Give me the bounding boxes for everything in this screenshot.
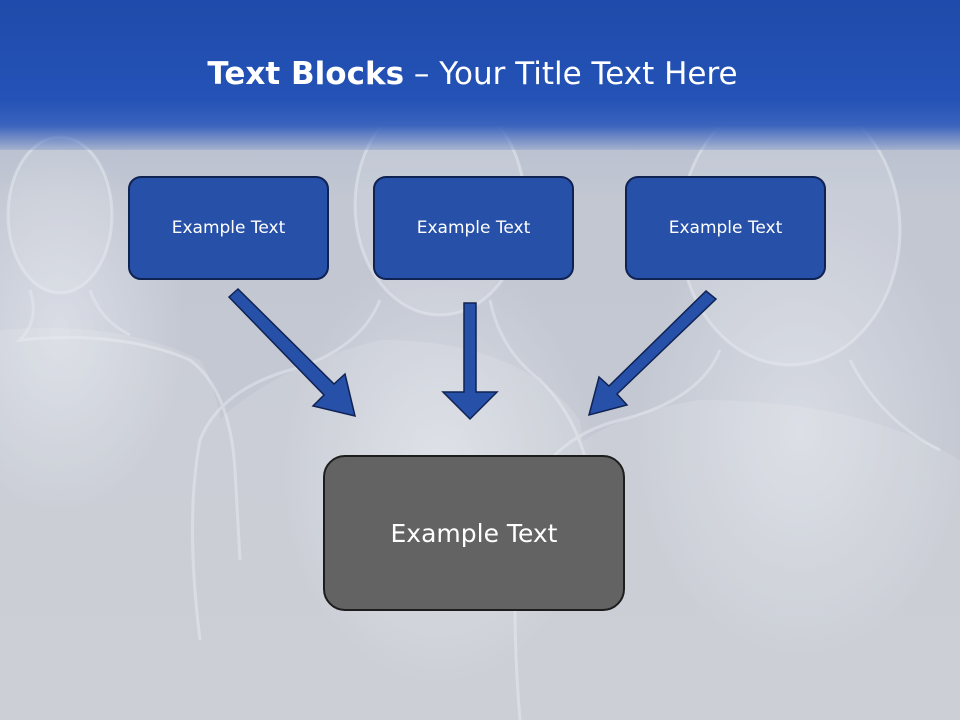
- title-rest: Your Title Text Here: [439, 56, 738, 92]
- slide-title: Text Blocks – Your Title Text Here: [0, 52, 945, 96]
- text-block-3-label: Example Text: [668, 218, 783, 238]
- title-separator: –: [404, 56, 440, 92]
- header-band: [0, 0, 960, 150]
- text-block-3[interactable]: Example Text: [625, 176, 826, 280]
- text-block-1-label: Example Text: [171, 218, 286, 238]
- text-block-2[interactable]: Example Text: [373, 176, 574, 280]
- arrow-left: [227, 287, 357, 418]
- text-block-2-label: Example Text: [416, 218, 531, 238]
- arrow-right: [587, 289, 718, 417]
- result-block[interactable]: Example Text: [323, 455, 625, 611]
- title-bold: Text Blocks: [207, 56, 405, 92]
- arrow-center: [441, 302, 499, 421]
- result-block-label: Example Text: [390, 518, 558, 548]
- text-block-1[interactable]: Example Text: [128, 176, 329, 280]
